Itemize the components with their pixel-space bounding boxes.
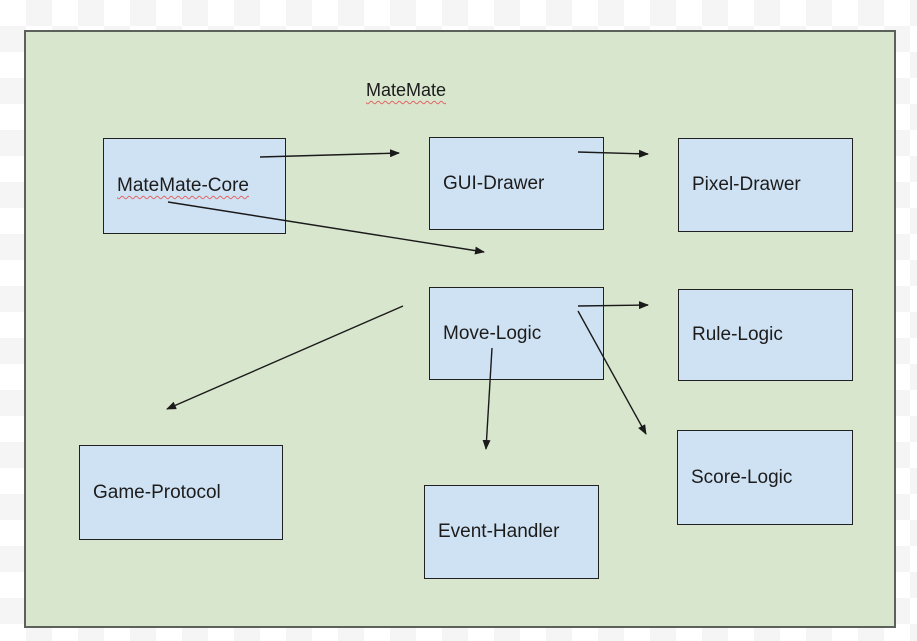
node-event-handler-label: Event-Handler xyxy=(438,521,560,542)
node-rule-logic-label: Rule-Logic xyxy=(692,324,783,345)
node-gui-drawer-label: GUI-Drawer xyxy=(443,172,545,194)
node-move-logic[interactable]: Move-Logic xyxy=(429,287,604,380)
node-pixel-drawer-label: Pixel-Drawer xyxy=(692,174,801,195)
node-gui-drawer[interactable]: GUI-Drawer xyxy=(429,137,604,230)
node-score-logic[interactable]: Score-Logic xyxy=(677,430,853,525)
diagram-title[interactable]: MateMate xyxy=(366,80,447,100)
node-score-logic-label: Score-Logic xyxy=(691,466,793,488)
diagram-canvas[interactable]: MateMate MateMate-Core GUI-Drawer Pixel-… xyxy=(24,30,896,628)
node-matemate-core-label: MateMate-Core xyxy=(117,175,249,196)
node-matemate-core[interactable]: MateMate-Core xyxy=(103,138,286,234)
node-game-protocol[interactable]: Game-Protocol xyxy=(79,445,283,540)
node-event-handler[interactable]: Event-Handler xyxy=(424,485,599,579)
node-move-logic-label: Move-Logic xyxy=(443,322,542,344)
node-rule-logic[interactable]: Rule-Logic xyxy=(678,289,853,381)
node-pixel-drawer[interactable]: Pixel-Drawer xyxy=(678,138,853,232)
node-game-protocol-label: Game-Protocol xyxy=(93,481,221,503)
